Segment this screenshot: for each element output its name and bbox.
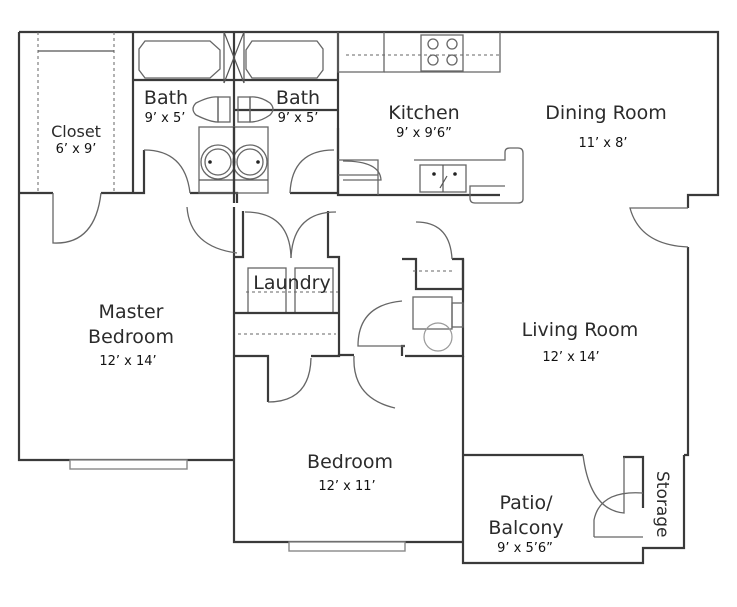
room-dimensions: 9’ x 5’6” xyxy=(497,541,553,556)
room-name: Bath xyxy=(143,87,189,109)
utility-closet xyxy=(412,270,464,352)
room-name-line2: Balcony xyxy=(488,517,564,539)
room-name-line1: Master xyxy=(98,301,164,323)
laundry-machines xyxy=(234,267,339,335)
room-dimensions: 12’ x 14’ xyxy=(99,354,157,369)
room-name: Bedroom xyxy=(307,451,393,473)
room-name: Dining Room xyxy=(545,102,667,124)
room-name-line1: Patio/ xyxy=(499,492,553,514)
room-dimensions: 12’ x 14’ xyxy=(542,350,600,365)
door-swings xyxy=(52,149,689,538)
room-dimensions: 11’ x 8’ xyxy=(578,136,628,151)
room-dimensions: 9’ x 9’6” xyxy=(396,126,452,141)
room-dimensions: 6’ x 9’ xyxy=(55,142,97,157)
room-name: Bath xyxy=(275,87,321,109)
toilets xyxy=(192,96,274,123)
room-name: Closet xyxy=(51,122,101,141)
exterior-walls xyxy=(17,30,720,565)
interior-walls xyxy=(19,32,500,460)
room-dimensions: 12’ x 11’ xyxy=(318,479,376,494)
room-name: Kitchen xyxy=(388,102,460,124)
room-dimensions: 9’ x 5’ xyxy=(277,111,319,126)
sinks xyxy=(198,126,269,203)
room-dimensions: 9’ x 5’ xyxy=(144,111,186,126)
room-name: Laundry xyxy=(253,272,331,294)
closet-rods xyxy=(37,32,115,193)
room-name-line2: Bedroom xyxy=(88,326,174,348)
windows xyxy=(69,459,406,552)
room-name: Living Room xyxy=(521,319,639,341)
kitchen-counters xyxy=(337,32,524,204)
bathtubs xyxy=(138,31,324,84)
room-name: Storage xyxy=(652,471,672,538)
